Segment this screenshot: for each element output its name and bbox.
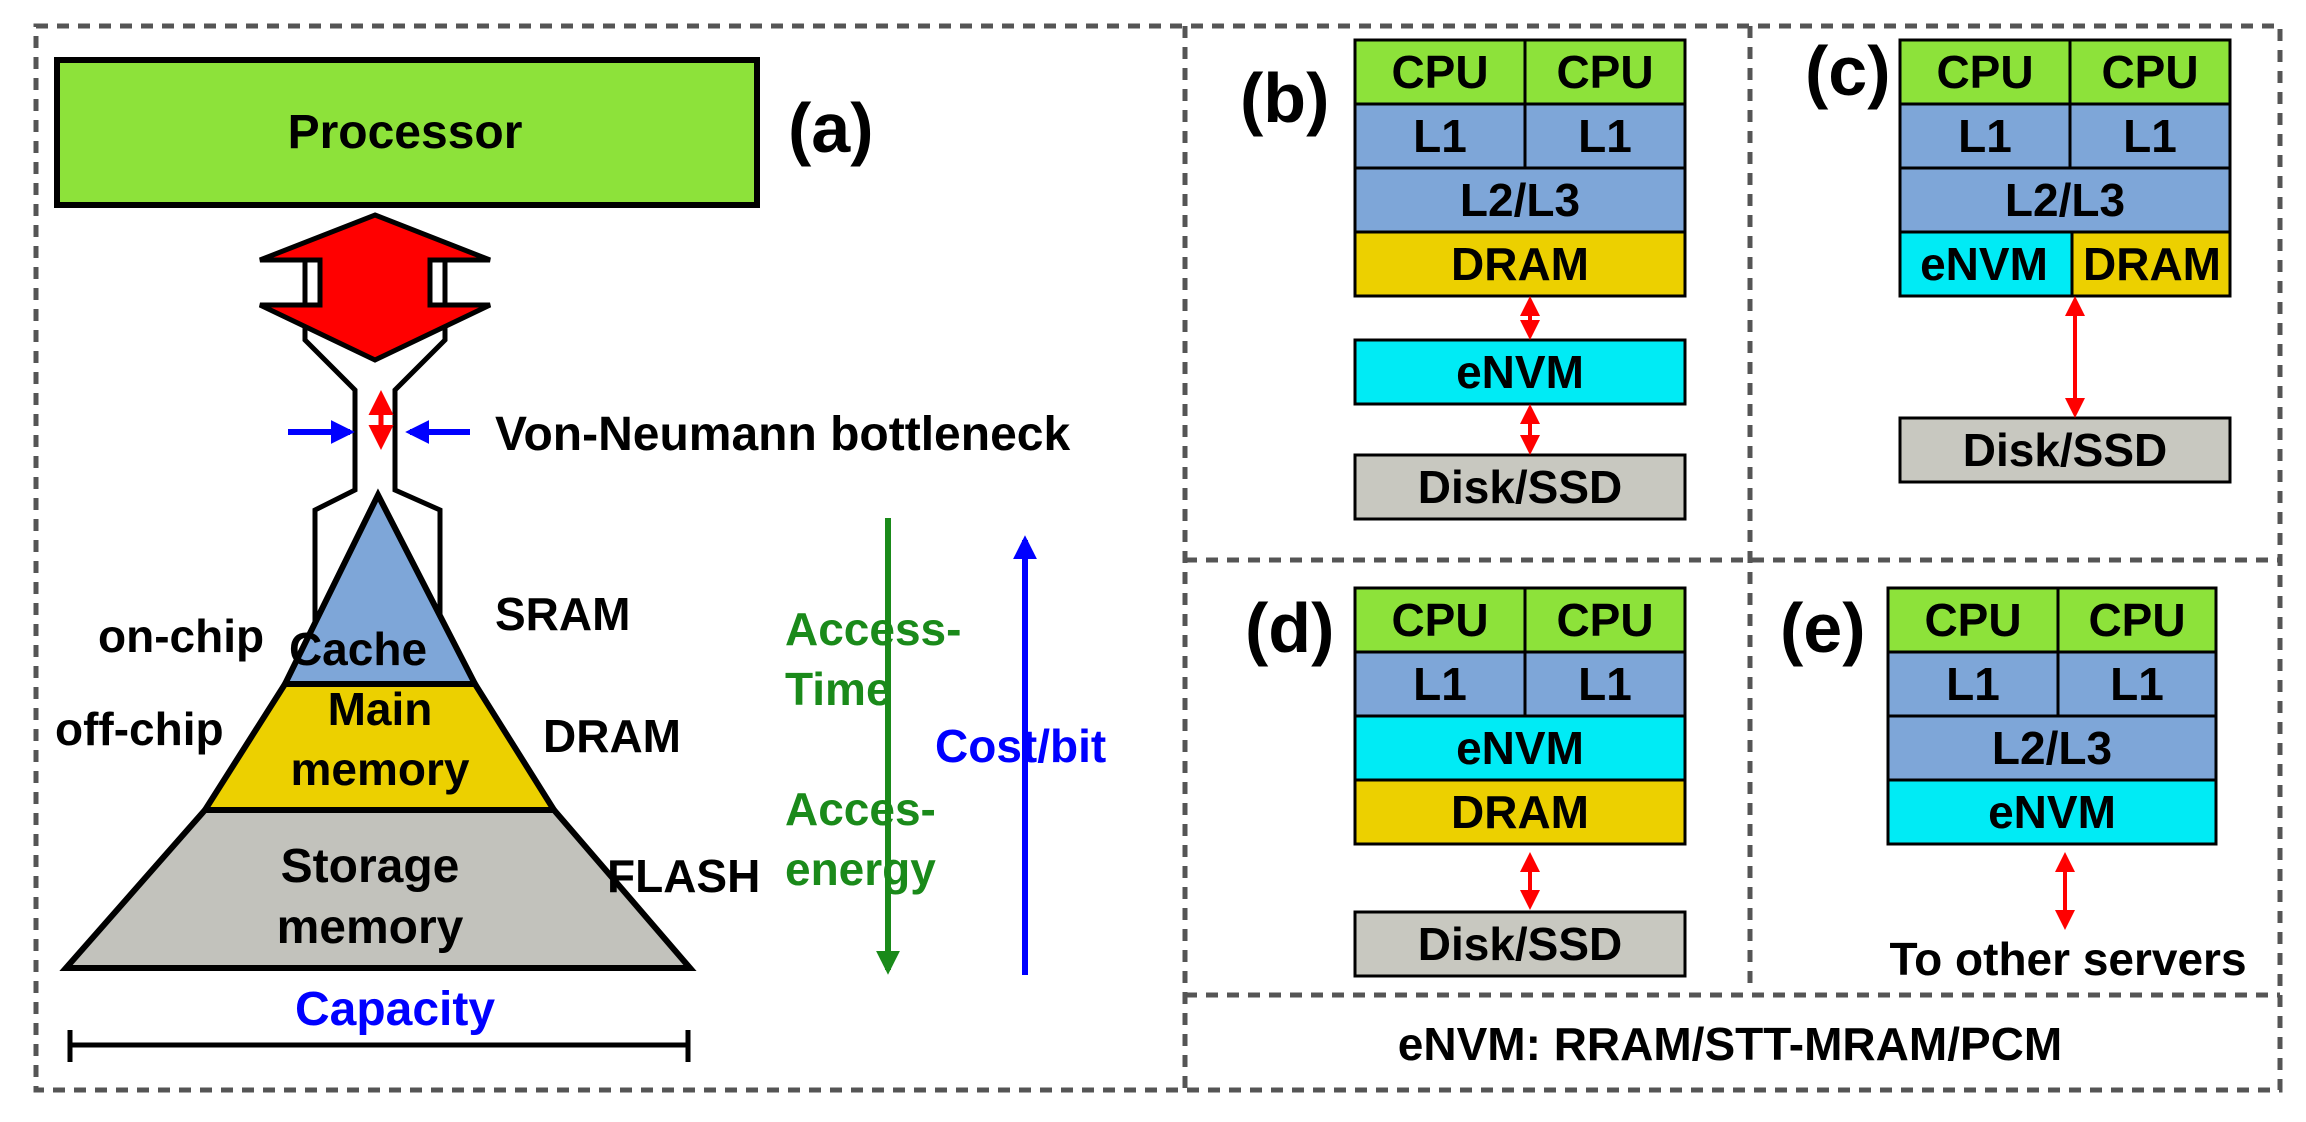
cache-layer xyxy=(280,488,480,687)
l1-block xyxy=(2068,102,2232,170)
envm-label: eNVM xyxy=(1456,722,1584,774)
panel-a: Processor (a) Von-Neumann bottleneck Cac… xyxy=(54,57,1106,1062)
envm-footnote: eNVM: RRAM/STT-MRAM/PCM xyxy=(1398,1018,2062,1070)
disk-label: Disk/SSD xyxy=(1418,461,1623,513)
panel-e-label: (e) xyxy=(1780,589,1866,667)
cpu-block xyxy=(1523,586,1687,654)
capacity-label: Capacity xyxy=(295,983,495,1036)
disk-block xyxy=(1353,453,1687,521)
storage-memory-label-2: memory xyxy=(277,901,464,954)
l2l3-label: L2/L3 xyxy=(1460,174,1580,226)
access-time-label-1: Access- xyxy=(785,603,961,655)
disk-block xyxy=(1898,416,2232,484)
disk-label: Disk/SSD xyxy=(1418,918,1623,970)
l1-label: L1 xyxy=(2110,658,2164,710)
capacity-scale-bar xyxy=(67,1030,691,1062)
l2l3-block xyxy=(1886,714,2218,782)
main-memory-label-1: Main xyxy=(328,683,433,735)
dram-block xyxy=(1353,778,1687,846)
cpu-label: CPU xyxy=(1924,594,2021,646)
sram-label: SRAM xyxy=(495,588,630,640)
envm-block xyxy=(1353,714,1687,782)
on-chip-label: on-chip xyxy=(98,610,264,662)
access-time-label-2: Time xyxy=(785,663,892,715)
panel-b: (b) CPU CPU L1 L1 L2/L3 DRAM eNVM Disk/S… xyxy=(1240,38,1687,521)
panel-borders xyxy=(33,23,2283,1093)
cpu-label: CPU xyxy=(2088,594,2185,646)
off-chip-label: off-chip xyxy=(55,703,224,755)
envm-block xyxy=(1353,338,1687,406)
l1-block xyxy=(1523,650,1687,718)
dram-label: DRAM xyxy=(543,710,681,762)
dram-block xyxy=(1353,230,1687,298)
access-energy-label-2: energy xyxy=(785,843,936,895)
panel-a-label: (a) xyxy=(788,89,874,167)
l1-label: L1 xyxy=(1413,658,1467,710)
cpu-block xyxy=(1886,586,2060,654)
access-energy-label-1: Acces- xyxy=(785,783,936,835)
cache-label: Cache xyxy=(289,623,427,675)
storage-memory-label-1: Storage xyxy=(281,840,460,893)
l2l3-block xyxy=(1898,166,2232,234)
envm-label: eNVM xyxy=(1920,238,2048,290)
l1-block xyxy=(1523,102,1687,170)
envm-label: eNVM xyxy=(1456,346,1584,398)
envm-block xyxy=(1898,230,2074,298)
l1-label: L1 xyxy=(1958,110,2012,162)
processor-label: Processor xyxy=(288,106,523,159)
l1-label: L1 xyxy=(1946,658,2000,710)
cpu-label: CPU xyxy=(1556,594,1653,646)
l1-label: L1 xyxy=(2123,110,2177,162)
dram-label: DRAM xyxy=(1451,786,1589,838)
cpu-label: CPU xyxy=(1936,46,2033,98)
panel-e: (e) CPU CPU L1 L1 L2/L3 eNVM To other se… xyxy=(1780,586,2247,985)
processor-box xyxy=(54,57,760,208)
panel-d-label: (d) xyxy=(1245,589,1334,667)
cpu-block xyxy=(1353,38,1527,106)
l2l3-label: L2/L3 xyxy=(2005,174,2125,226)
l1-label: L1 xyxy=(1578,110,1632,162)
envm-label: eNVM xyxy=(1988,786,2116,838)
envm-block xyxy=(1886,778,2218,846)
dram-block xyxy=(2070,230,2232,298)
l1-label: L1 xyxy=(1578,658,1632,710)
l2l3-label: L2/L3 xyxy=(1992,722,2112,774)
cpu-block xyxy=(1898,38,2072,106)
processor-memory-double-arrow xyxy=(258,212,492,363)
disk-block xyxy=(1353,910,1687,978)
dram-label: DRAM xyxy=(2083,238,2221,290)
cpu-label: CPU xyxy=(2101,46,2198,98)
l1-label: L1 xyxy=(1413,110,1467,162)
panel-d: (d) CPU CPU L1 L1 eNVM DRAM Disk/SSD xyxy=(1245,586,1687,978)
main-memory-label-2: memory xyxy=(291,743,470,795)
disk-label: Disk/SSD xyxy=(1963,424,2168,476)
other-servers-label: To other servers xyxy=(1889,933,2246,985)
panel-c-label: (c) xyxy=(1805,32,1891,110)
cpu-label: CPU xyxy=(1556,46,1653,98)
bottleneck-label: Von-Neumann bottleneck xyxy=(495,408,1070,461)
panel-c: (c) CPU CPU L1 L1 L2/L3 eNVM DRAM Disk/S… xyxy=(1805,32,2232,484)
cost-bit-label: Cost/bit xyxy=(935,720,1106,772)
panel-b-label: (b) xyxy=(1240,59,1329,137)
cpu-label: CPU xyxy=(1391,594,1488,646)
cpu-label: CPU xyxy=(1391,46,1488,98)
cpu-block xyxy=(1353,586,1527,654)
dram-label: DRAM xyxy=(1451,238,1589,290)
flash-label: FLASH xyxy=(607,850,760,902)
